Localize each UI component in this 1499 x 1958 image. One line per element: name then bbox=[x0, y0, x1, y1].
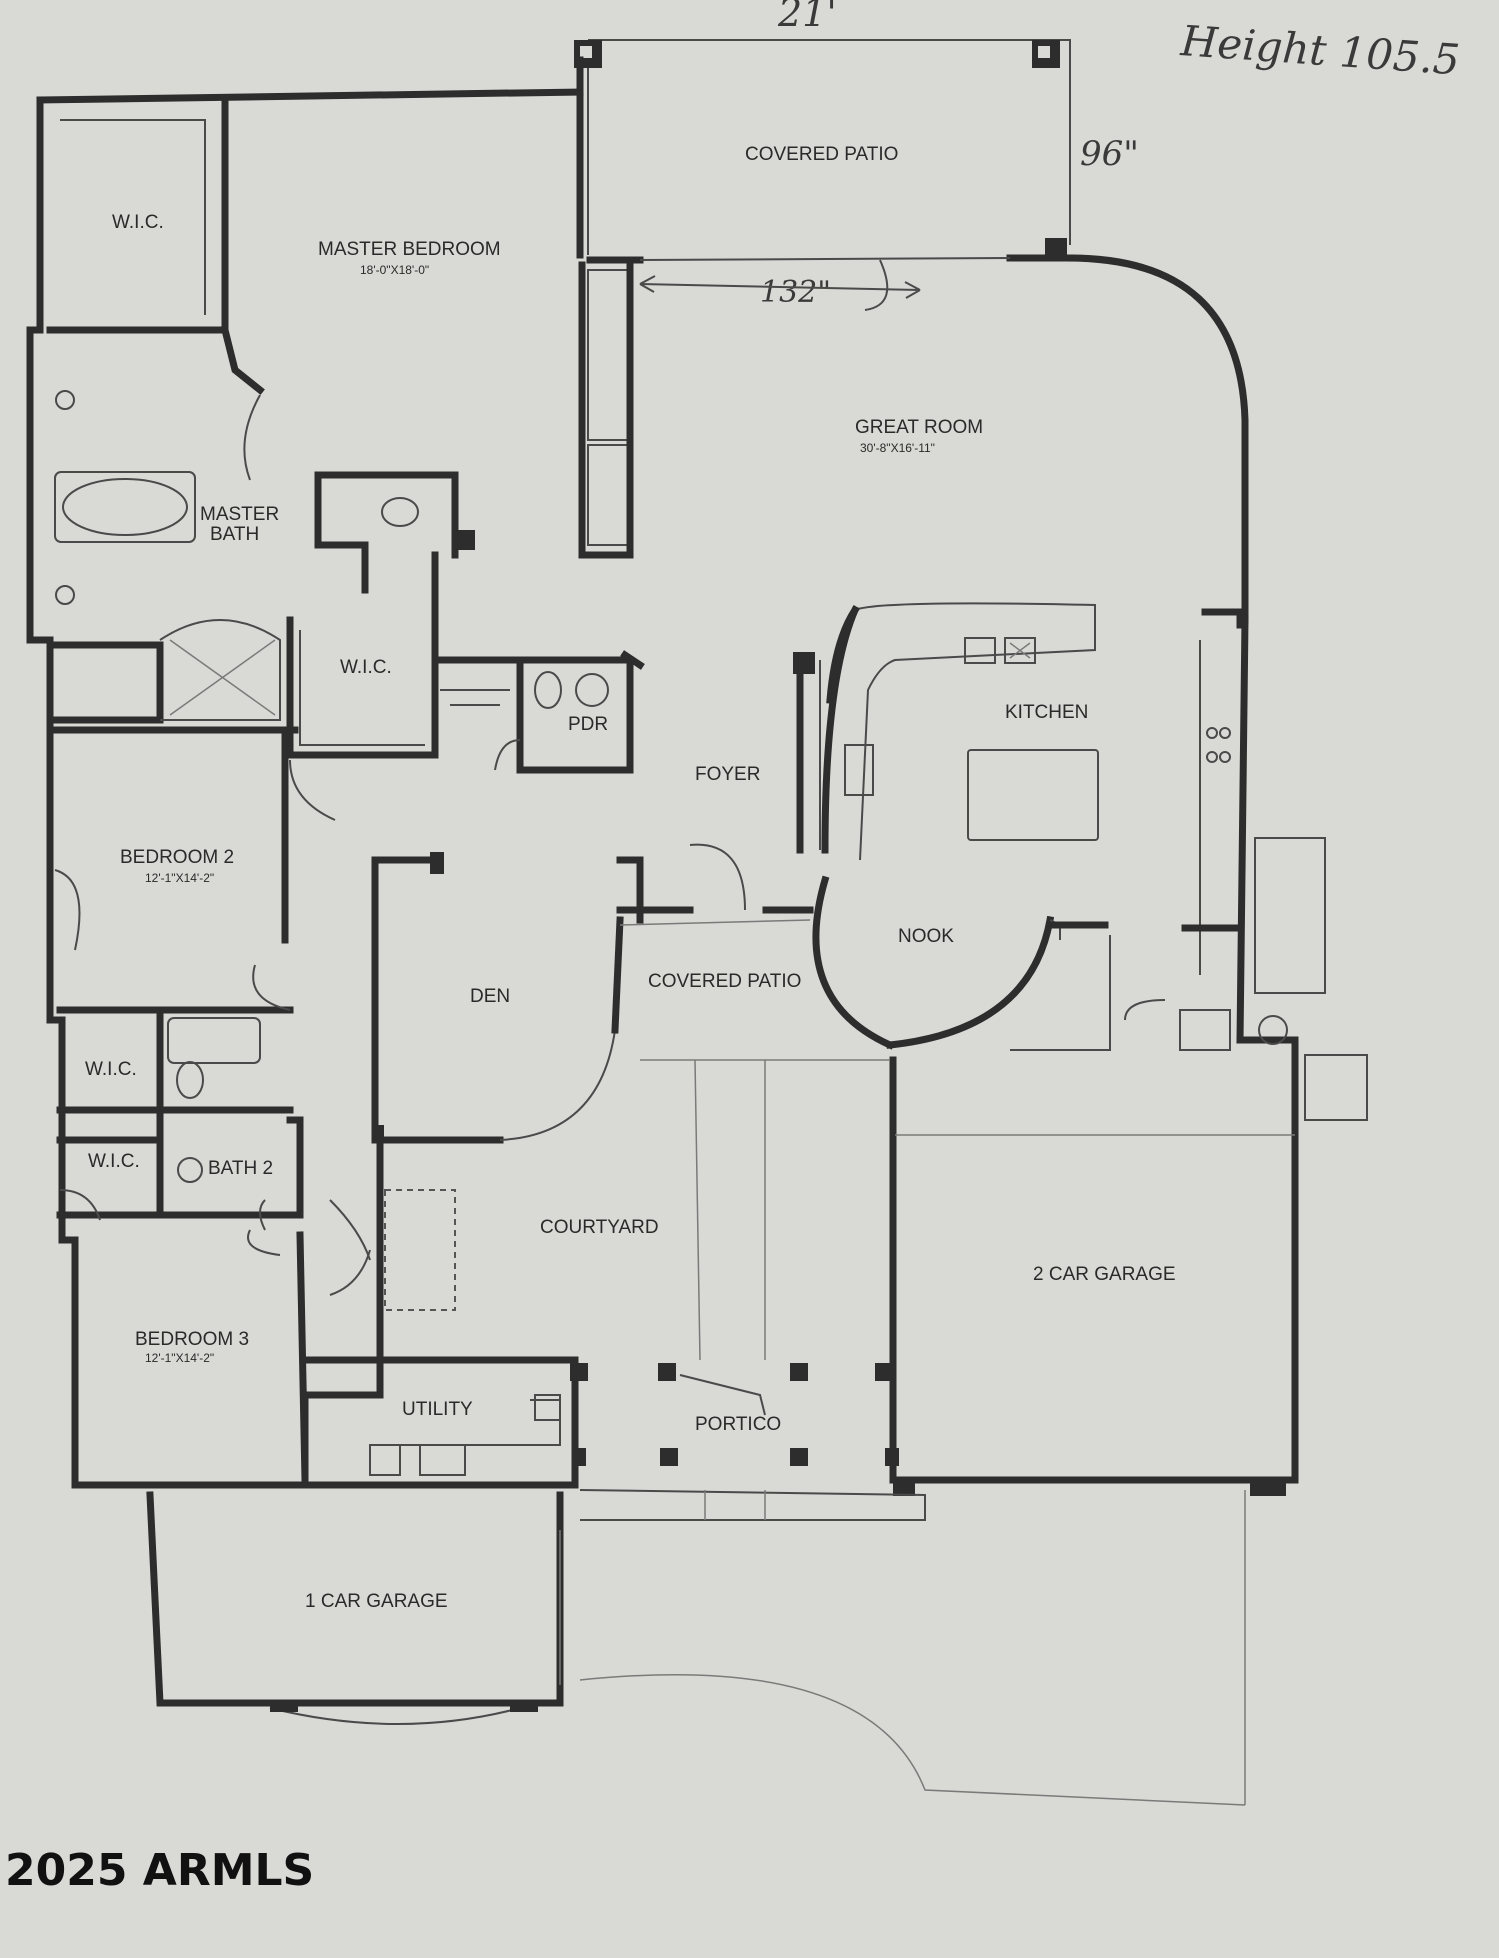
label-bath2: BATH 2 bbox=[208, 1158, 273, 1179]
label-covered-patio-rear: COVERED PATIO bbox=[745, 144, 898, 165]
label-master-bedroom-dim: 18'-0"X18'-0" bbox=[360, 263, 429, 277]
note-great-room-opening: 132" bbox=[760, 275, 831, 310]
label-wic-bath: W.I.C. bbox=[340, 657, 392, 678]
great-room-interior bbox=[578, 259, 1326, 994]
driveway bbox=[559, 1490, 1246, 1806]
label-master-bath-1: MASTER bbox=[200, 504, 279, 525]
label-wic-master: W.I.C. bbox=[112, 212, 164, 233]
label-bedroom3-dim: 12'-1"X14'-2" bbox=[145, 1351, 214, 1365]
kitchen bbox=[793, 602, 1099, 861]
note-patio-height: 96" bbox=[1080, 134, 1139, 174]
label-garage2: 2 CAR GARAGE bbox=[1033, 1264, 1176, 1285]
label-den: DEN bbox=[470, 986, 510, 1007]
label-great-room: GREAT ROOM bbox=[855, 417, 983, 438]
rear-patio-structure bbox=[574, 39, 1071, 258]
label-nook: NOOK bbox=[898, 926, 954, 947]
dimension-arrow bbox=[639, 275, 921, 299]
watermark: 2025 ARMLS bbox=[5, 1845, 314, 1896]
label-utility: UTILITY bbox=[402, 1399, 473, 1420]
label-wic-b3: W.I.C. bbox=[88, 1151, 140, 1172]
label-bedroom2-dim: 12'-1"X14'-2" bbox=[145, 871, 214, 885]
label-foyer: FOYER bbox=[695, 764, 760, 785]
secondary-bedrooms bbox=[54, 731, 309, 1484]
label-master-bath-2: BATH bbox=[210, 524, 259, 545]
courtyard-portico bbox=[301, 1059, 1295, 1521]
label-covered-patio-front: COVERED PATIO bbox=[648, 971, 801, 992]
den bbox=[371, 852, 624, 1144]
label-bedroom3: BEDROOM 3 bbox=[135, 1329, 249, 1350]
label-wic-b2: W.I.C. bbox=[85, 1059, 137, 1080]
label-master-bedroom: MASTER BEDROOM bbox=[318, 239, 501, 260]
foyer-pdr bbox=[431, 650, 814, 924]
label-bedroom2: BEDROOM 2 bbox=[120, 847, 234, 868]
master-suite bbox=[46, 96, 475, 821]
label-kitchen: KITCHEN bbox=[1005, 702, 1088, 723]
label-pdr: PDR bbox=[568, 714, 608, 735]
label-portico: PORTICO bbox=[695, 1414, 781, 1435]
label-great-room-dim: 30'-8"X16'-11" bbox=[860, 441, 935, 455]
label-courtyard: COURTYARD bbox=[540, 1217, 659, 1238]
label-garage1: 1 CAR GARAGE bbox=[305, 1591, 448, 1612]
note-top-width: 21' bbox=[777, 0, 837, 35]
